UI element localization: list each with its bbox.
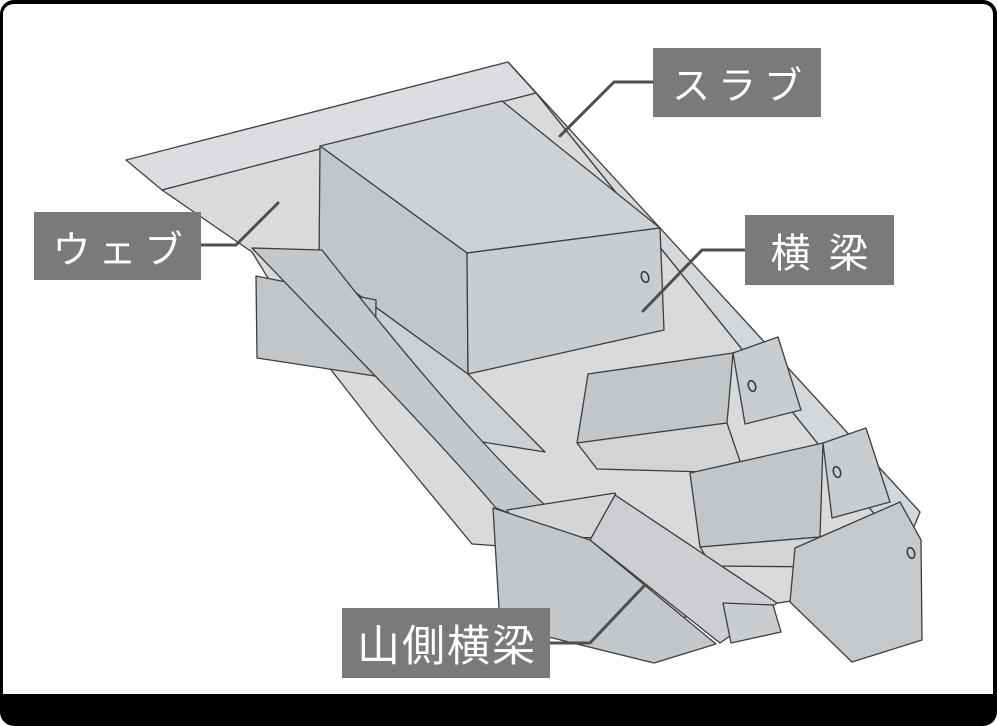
mountain-beam-foot-face xyxy=(722,602,782,644)
label-cross-beam: 横 梁 xyxy=(745,215,894,285)
leader-line-mountain-beam xyxy=(546,583,647,645)
bolt-hole-icon xyxy=(832,465,842,479)
bolt-hole-icon xyxy=(640,270,650,284)
cross-beam-3-end-face xyxy=(822,427,891,519)
leader-line-web xyxy=(191,201,280,247)
leader-line-cross-beam xyxy=(641,248,747,313)
leader-line-slab xyxy=(558,80,655,138)
label-slab: スラブ xyxy=(653,48,821,117)
label-mountain-side-cross-beam: 山側横梁 xyxy=(342,608,550,678)
label-web: ウェブ xyxy=(34,212,201,280)
cross-beam-2-end-face xyxy=(732,336,802,425)
bolt-hole-icon xyxy=(906,546,916,560)
cross-beam-1-end-face xyxy=(466,227,665,375)
bolt-hole-icon xyxy=(747,379,757,393)
cross-beam-4-end-face xyxy=(789,501,923,663)
